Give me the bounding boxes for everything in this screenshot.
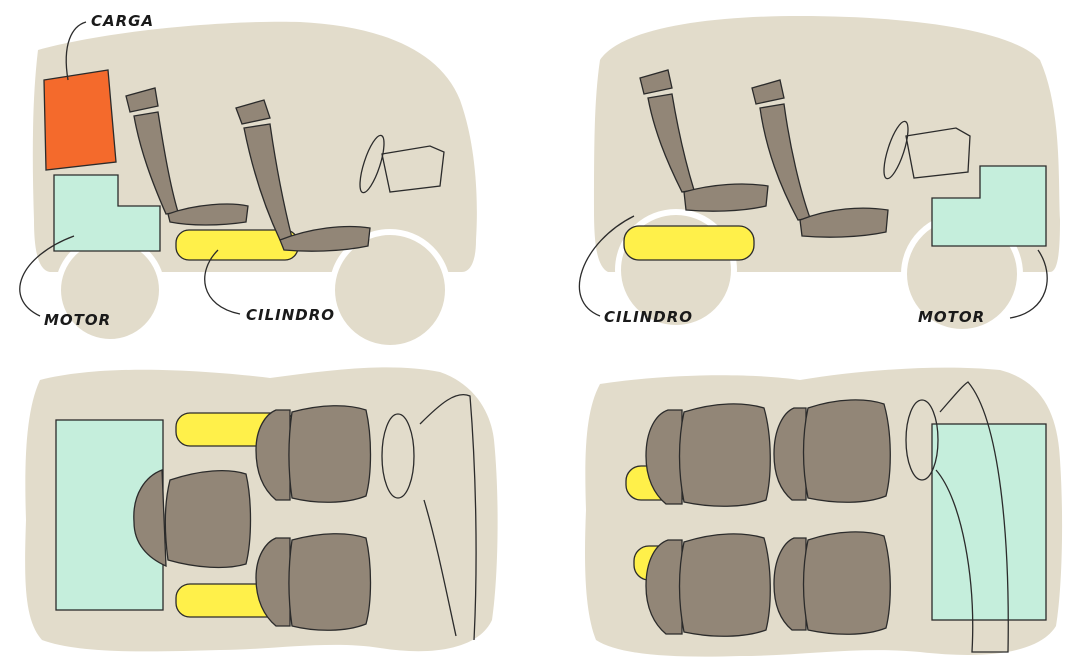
seat-top-right-front-2 <box>774 532 890 634</box>
rear-seat-top <box>134 470 251 567</box>
top-view-rear-engine <box>25 367 497 651</box>
label-cilindro-left: CILINDRO <box>246 306 335 324</box>
label-cilindro-right: CILINDRO <box>604 308 693 326</box>
label-carga: CARGA <box>91 12 154 30</box>
cargo-block <box>44 70 116 170</box>
top-view-front-engine <box>585 368 1062 657</box>
label-motor-right: MOTOR <box>918 308 985 326</box>
seat-top-right-rear-2 <box>646 534 770 636</box>
side-view-rear-engine: CARGA MOTOR CILINDRO <box>20 12 477 348</box>
label-motor-left: MOTOR <box>44 311 111 329</box>
side-view-front-engine: CILINDRO MOTOR <box>579 16 1060 332</box>
seat-top-right-front-1 <box>774 400 890 502</box>
front-seat-top-2 <box>256 534 371 631</box>
seat-top-right-rear-1 <box>646 404 770 506</box>
front-seat-top-1 <box>256 406 371 503</box>
engine-block-top-right <box>932 424 1046 620</box>
gas-cylinder-right <box>624 226 754 260</box>
